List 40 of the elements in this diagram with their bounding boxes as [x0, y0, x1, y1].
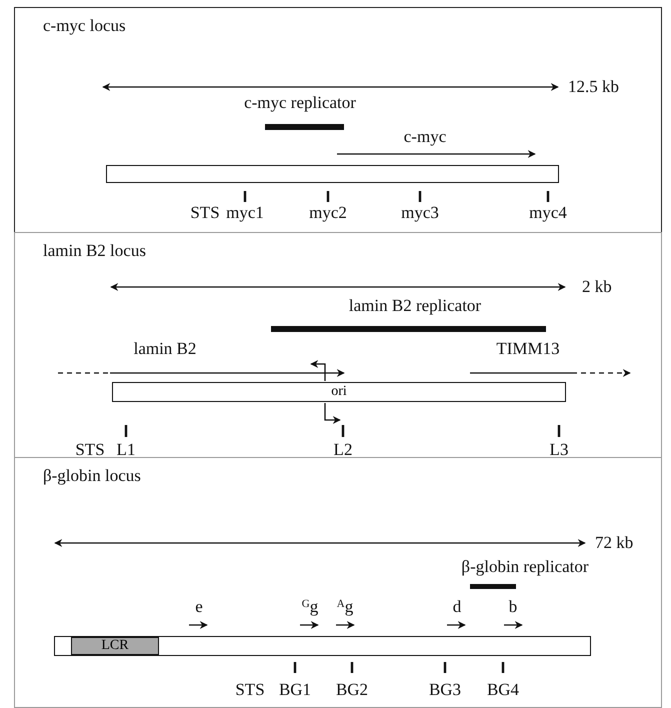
panel-title: lamin B2 locus	[43, 241, 146, 261]
gene-label: lamin B2	[134, 339, 196, 359]
gene-label: d	[452, 597, 462, 617]
locus-bar	[106, 165, 559, 183]
gene-label: e	[195, 597, 203, 617]
sts-label: myc2	[309, 203, 347, 223]
scale-label: 2 kb	[582, 277, 612, 297]
region-label: ori	[330, 384, 348, 400]
locus-panel	[14, 457, 662, 708]
locus-panel	[14, 7, 662, 233]
sts-label: myc1	[226, 203, 264, 223]
sts-label: myc4	[529, 203, 567, 223]
replicator-label: c-myc replicator	[244, 93, 356, 113]
region-label: LCR	[100, 638, 130, 654]
scale-label: 72 kb	[595, 533, 634, 553]
panel-title: c-myc locus	[43, 16, 126, 36]
scale-label: 12.5 kb	[568, 77, 619, 97]
sts-label: BG4	[486, 680, 520, 700]
gene-label: $^{A}$g	[336, 597, 354, 617]
sts-label: L3	[550, 440, 568, 460]
sts-label: BG1	[278, 680, 312, 700]
lcr-region	[71, 637, 159, 655]
locus-bar	[54, 636, 591, 656]
gene-label: TIMM13	[496, 339, 560, 359]
gene-label: b	[508, 597, 518, 617]
sts-label: BG3	[428, 680, 462, 700]
panel-title: β-globin locus	[43, 466, 141, 486]
sts-label: L2	[334, 440, 352, 460]
sts-label: BG2	[336, 680, 368, 700]
sts-label: myc3	[401, 203, 439, 223]
sts-label: L1	[116, 440, 136, 460]
sts-label: STS	[75, 440, 105, 460]
locus-panel	[14, 232, 662, 458]
locus-bar	[112, 382, 566, 402]
sts-label: STS	[190, 203, 220, 223]
replicator-label: lamin B2 replicator	[348, 296, 482, 316]
sts-label: STS	[235, 680, 265, 700]
gene-label: c-myc	[404, 127, 446, 147]
replicator-label: β-globin replicator	[461, 557, 589, 577]
gene-label: $^{G}$g	[302, 597, 318, 617]
